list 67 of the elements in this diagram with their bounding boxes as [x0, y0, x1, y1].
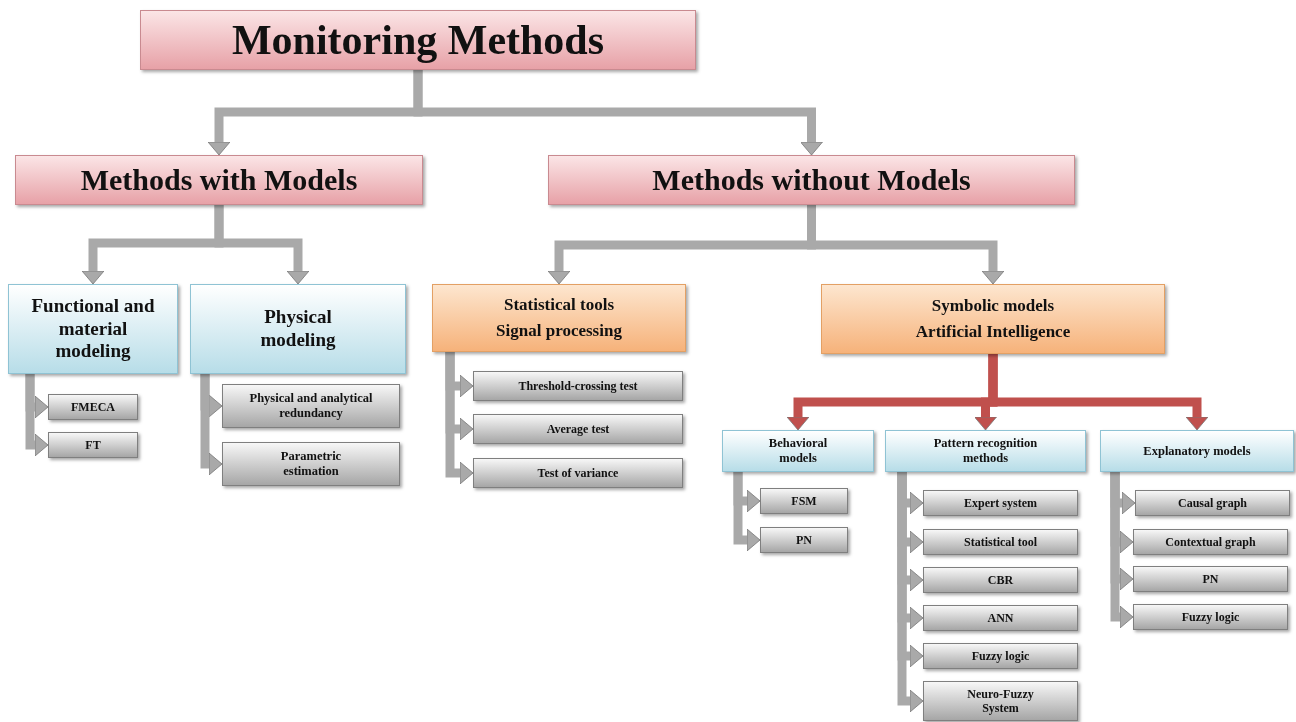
node-label: Expert system [964, 495, 1037, 511]
arrow [25, 374, 49, 457]
node-label: PN [796, 532, 812, 548]
item-box [760, 527, 848, 553]
item-box [1133, 566, 1288, 592]
item-box [1135, 490, 1290, 516]
item-box [923, 529, 1078, 555]
node-label: Fuzzy logic [971, 648, 1030, 664]
arrow [200, 374, 223, 476]
item-box [473, 414, 683, 444]
node-label: Statistical tool [964, 534, 1037, 550]
item-box [473, 458, 683, 488]
node-label: Methods with Models [80, 162, 358, 198]
method-box [8, 284, 178, 374]
item-box [222, 442, 400, 486]
method-box [432, 284, 686, 352]
node-label: FSM [791, 493, 817, 509]
node-label: Causal graph [1178, 495, 1247, 511]
arrow [413, 70, 823, 156]
node-label: Threshold-crossing test [518, 378, 638, 394]
node-label: Test of variance [537, 465, 619, 481]
node-label: Functional and material modeling [30, 294, 156, 364]
node-label: Physical and analytical redundancy [248, 391, 374, 421]
method-box [722, 430, 874, 472]
node-label: Explanatory models [1143, 443, 1251, 459]
category-box [15, 155, 423, 205]
node-label: CBR [987, 572, 1014, 588]
node-label: Signal processing [496, 321, 622, 342]
node-label: Symbolic models [931, 295, 1055, 316]
item-box [923, 567, 1078, 593]
node-label: Parametric estimation [279, 449, 343, 479]
item-box [473, 371, 683, 401]
arrow [445, 352, 474, 485]
item-box [923, 681, 1078, 721]
node-label: PN [1202, 571, 1219, 587]
node-label: ANN [987, 610, 1014, 626]
node-label: Average test [546, 421, 610, 437]
node-label: Physical modeling [259, 306, 337, 352]
item-box [923, 643, 1078, 669]
node-label: Fuzzy logic [1181, 609, 1240, 625]
arrow [733, 472, 761, 552]
method-box [1100, 430, 1294, 472]
item-box [1133, 604, 1288, 630]
category-box [548, 155, 1075, 205]
item-box [48, 432, 138, 458]
node-label: Statistical tools [504, 294, 614, 315]
item-box [923, 490, 1078, 516]
method-box [190, 284, 406, 374]
item-box [923, 605, 1078, 631]
item-box [48, 394, 138, 420]
node-label: Neuro-Fuzzy System [966, 686, 1035, 716]
arrow [214, 205, 310, 285]
title-box [140, 10, 696, 70]
item-box [222, 384, 400, 428]
node-label: Artificial Intelligence [915, 322, 1071, 343]
method-box [821, 284, 1165, 354]
node-label: Contextual graph [1165, 534, 1256, 550]
node-label: Methods without Models [652, 162, 971, 198]
node-label: FT [85, 437, 101, 453]
node-label: Behavioral models [767, 436, 829, 466]
method-box [885, 430, 1086, 472]
arrow [988, 354, 1209, 431]
node-label: Pattern recognition methods [932, 436, 1039, 466]
item-box [1133, 529, 1288, 555]
node-label: FMECA [71, 399, 115, 415]
node-label: Monitoring Methods [231, 15, 605, 65]
item-box [760, 488, 848, 514]
